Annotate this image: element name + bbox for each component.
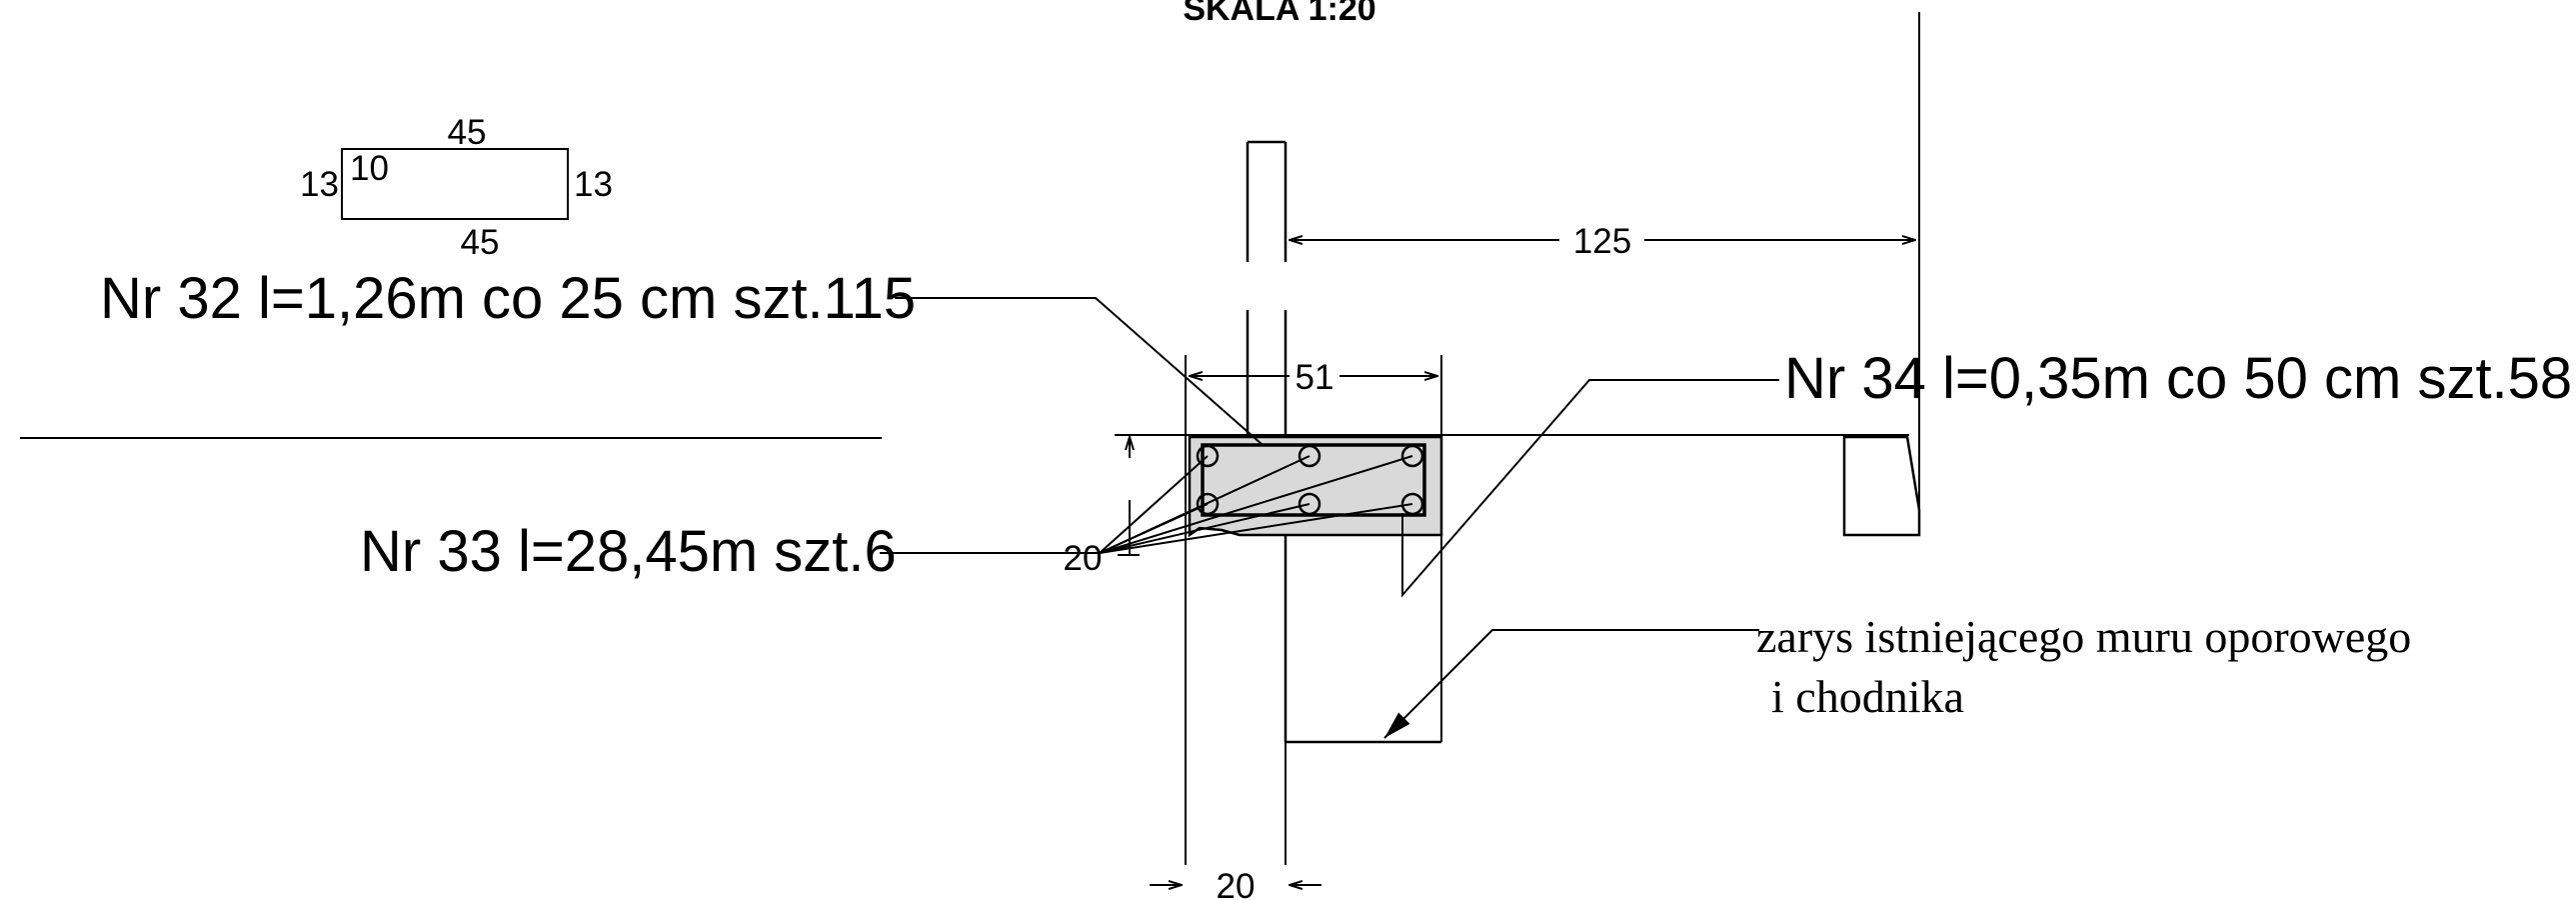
leader-nr32 xyxy=(895,297,1263,445)
dimension-51: 51 xyxy=(1185,355,1442,397)
rebar-circle xyxy=(1297,444,1321,468)
label-outline-line2: i chodnika xyxy=(1771,671,1964,722)
wall-post xyxy=(1246,140,1288,437)
shape-dim-left: 13 xyxy=(300,165,339,204)
scale-title: SKALA 1:20 xyxy=(1183,0,1375,28)
stirrup-outline xyxy=(1201,443,1426,517)
dim-20-width-text: 20 xyxy=(1217,867,1256,900)
rebar-circle xyxy=(1196,444,1220,468)
rebar-circle xyxy=(1400,444,1424,468)
label-nr33: Nr 33 l=28,45m szt.6 xyxy=(360,519,897,584)
leader-outline-note xyxy=(1383,629,1759,739)
rebar-shape-sketch: 45 45 13 13 10 xyxy=(300,113,613,262)
rebar-circle xyxy=(1297,492,1321,516)
label-nr32: Nr 32 l=1,26m co 25 cm szt.115 xyxy=(100,266,916,331)
shape-dim-inner: 10 xyxy=(350,149,389,188)
label-outline-line1: zarys istniejącego muru oporowego xyxy=(1756,611,2411,662)
rebar-circle xyxy=(1400,492,1424,516)
leader-nr34 xyxy=(1401,379,1779,598)
label-nr34: Nr 34 l=0,35m co 50 cm szt.58 xyxy=(1784,346,2572,411)
dim-20-height-text: 20 xyxy=(1064,539,1103,578)
dim-51-text: 51 xyxy=(1295,358,1334,397)
shape-dim-right: 13 xyxy=(574,165,613,204)
dimension-20-width: 20 xyxy=(1150,867,1321,900)
dimension-125: 125 xyxy=(1289,222,1915,261)
curb xyxy=(1842,435,1921,537)
shape-dim-bottom: 45 xyxy=(461,223,500,262)
rebar-shape-outline xyxy=(341,148,569,220)
leader-nr33 xyxy=(880,455,1413,554)
shape-dim-top: 45 xyxy=(448,113,487,152)
dim-125-text: 125 xyxy=(1573,222,1631,261)
dimension-20-height: 20 xyxy=(1064,437,1140,578)
sidewalk-curb xyxy=(1115,12,1921,537)
rebar-circle xyxy=(1196,492,1220,516)
